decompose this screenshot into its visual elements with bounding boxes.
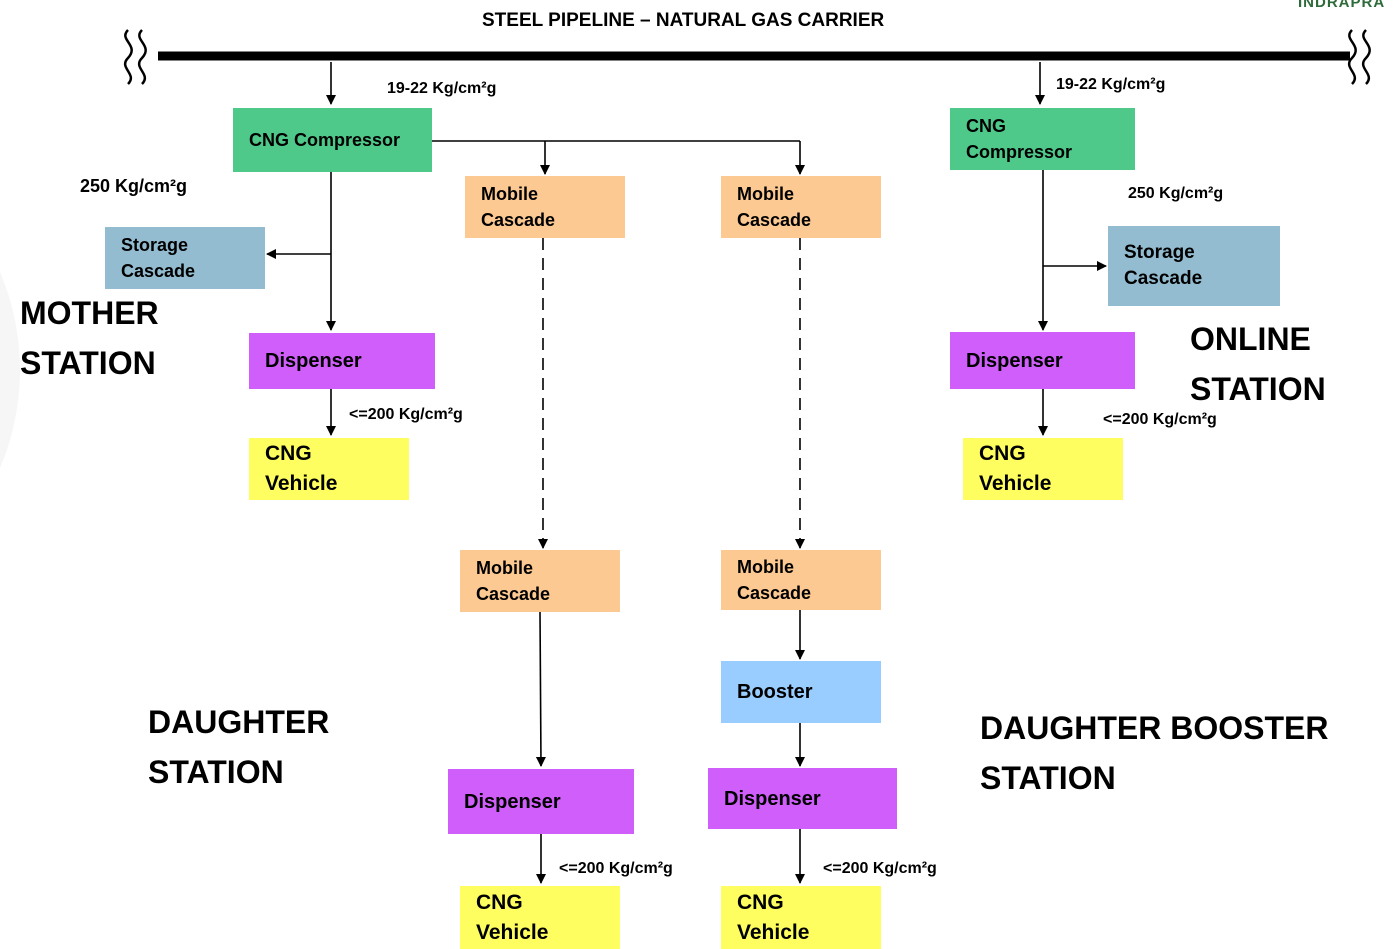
online-cng-vehicle: CNG Vehicle (963, 438, 1123, 500)
company-logo: INDRAPRA (1298, 0, 1386, 11)
mobile-cascade-b: Mobile Cascade (721, 176, 881, 238)
pipeline-title: STEEL PIPELINE – NATURAL GAS CARRIER (482, 10, 885, 31)
daughter-cng-vehicle: CNG Vehicle (460, 886, 620, 949)
mother-dispenser: Dispenser (249, 333, 435, 389)
booster-cng-vehicle: CNG Vehicle (721, 886, 881, 949)
booster-dispenser: Dispenser (708, 768, 897, 829)
pressure-label-daughter-dispense: <=200 Kg/cm²g (559, 860, 673, 877)
station-label-daughter-booster: DAUGHTER BOOSTER STATION (980, 710, 1329, 796)
pressure-label-booster-dispense: <=200 Kg/cm²g (823, 860, 937, 877)
background-circle (0, 272, 20, 468)
pressure-label-mother-outlet: 250 Kg/cm²g (80, 176, 188, 196)
pressure-label-mother-inlet: 19-22 Kg/cm²g (387, 80, 497, 97)
mother-storage-cascade: Storage Cascade (105, 227, 265, 289)
daughter-mobile-cascade: Mobile Cascade (460, 550, 620, 612)
station-label-online: ONLINE STATION (1190, 321, 1326, 407)
online-cng-compressor: CNG Compressor (950, 108, 1135, 170)
pipeline-break-right-icon (1347, 29, 1357, 85)
mother-cng-compressor: CNG Compressor (233, 108, 432, 172)
mobile-cascade-a: Mobile Cascade (465, 176, 625, 238)
arrow-daughter-cascade-to-dispenser (535, 611, 546, 767)
booster: Booster (721, 661, 881, 723)
booster-mobile-cascade: Mobile Cascade (721, 550, 881, 610)
station-label-daughter: DAUGHTER STATION (148, 704, 330, 790)
online-storage-cascade: Storage Cascade (1108, 226, 1280, 306)
pressure-label-online-inlet: 19-22 Kg/cm²g (1056, 76, 1166, 93)
daughter-dispenser: Dispenser (448, 769, 634, 834)
online-dispenser: Dispenser (950, 332, 1135, 389)
station-label-mother: MOTHER STATION (20, 295, 159, 381)
mother-cng-vehicle: CNG Vehicle (249, 438, 409, 500)
pressure-label-mother-dispense: <=200 Kg/cm²g (349, 406, 463, 423)
pressure-label-online-outlet: 250 Kg/cm²g (1128, 185, 1224, 202)
pipeline-break-left-icon (123, 29, 133, 85)
pressure-label-online-dispense: <=200 Kg/cm²g (1103, 411, 1217, 428)
